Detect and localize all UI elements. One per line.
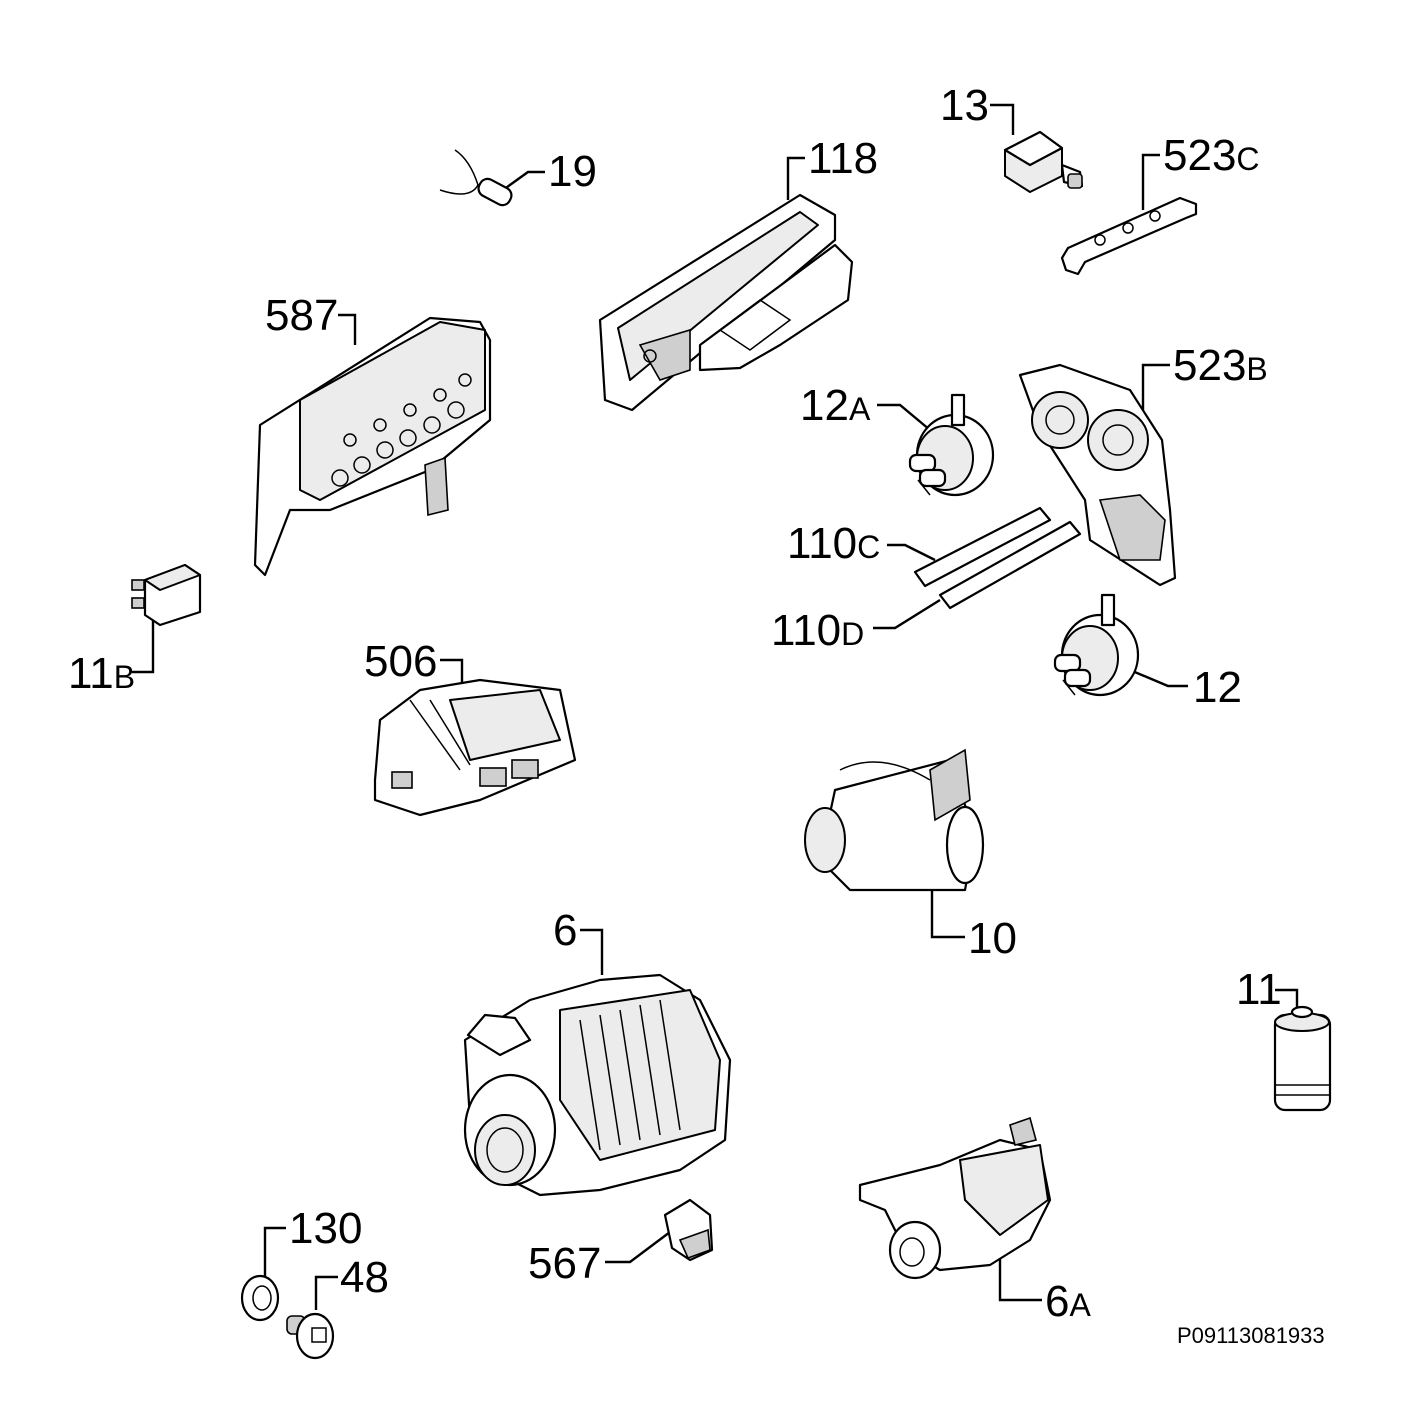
callout-labels: 13 523C 19 118 587 523B 12A 110C 110D 11…	[68, 81, 1282, 1326]
part-6a-drain-pump	[858, 1116, 1052, 1280]
part-12a-pressure-switch	[908, 393, 995, 497]
callout-567: 567	[528, 1239, 601, 1288]
callout-13: 13	[940, 81, 989, 130]
part-12-pressure-switch	[1053, 593, 1140, 697]
callout-10: 10	[968, 914, 1017, 963]
part-118-dispenser	[598, 193, 854, 412]
part-587-control-module	[253, 316, 492, 577]
callout-523b: 523B	[1173, 341, 1268, 390]
callout-523c: 523C	[1163, 131, 1260, 180]
part-523b-housing	[1018, 363, 1177, 587]
part-110-hoses	[913, 506, 1082, 610]
part-523c-bracket	[1060, 196, 1198, 276]
callout-48: 48	[340, 1253, 389, 1302]
callout-12a: 12A	[800, 381, 871, 430]
part-506-unit	[373, 678, 577, 817]
callout-6: 6	[553, 906, 577, 955]
callout-110d: 110D	[771, 606, 864, 655]
callout-118: 118	[808, 134, 878, 183]
callout-12: 12	[1193, 663, 1242, 712]
callout-130: 130	[289, 1204, 362, 1253]
part-11b-relay	[131, 563, 202, 627]
callout-587: 587	[265, 291, 338, 340]
part-11-capacitor	[1273, 1005, 1332, 1112]
part-130-seal-ring	[240, 1274, 280, 1322]
callout-19: 19	[548, 147, 597, 196]
part-48-plug	[286, 1312, 335, 1360]
part-567-clip	[663, 1198, 714, 1262]
part-13-switch	[1003, 130, 1084, 193]
callout-110c: 110C	[787, 519, 880, 568]
part-6-pump-motor	[463, 973, 732, 1197]
callout-11b: 11B	[68, 649, 135, 698]
callout-6a: 6A	[1045, 1277, 1091, 1326]
part-19-sensor	[439, 149, 513, 207]
reference-code: P09113081933	[1177, 1323, 1325, 1348]
leader-lines	[132, 103, 1299, 1310]
callout-11: 11	[1236, 965, 1282, 1014]
part-10-heater	[804, 748, 985, 892]
callout-506: 506	[364, 637, 437, 686]
